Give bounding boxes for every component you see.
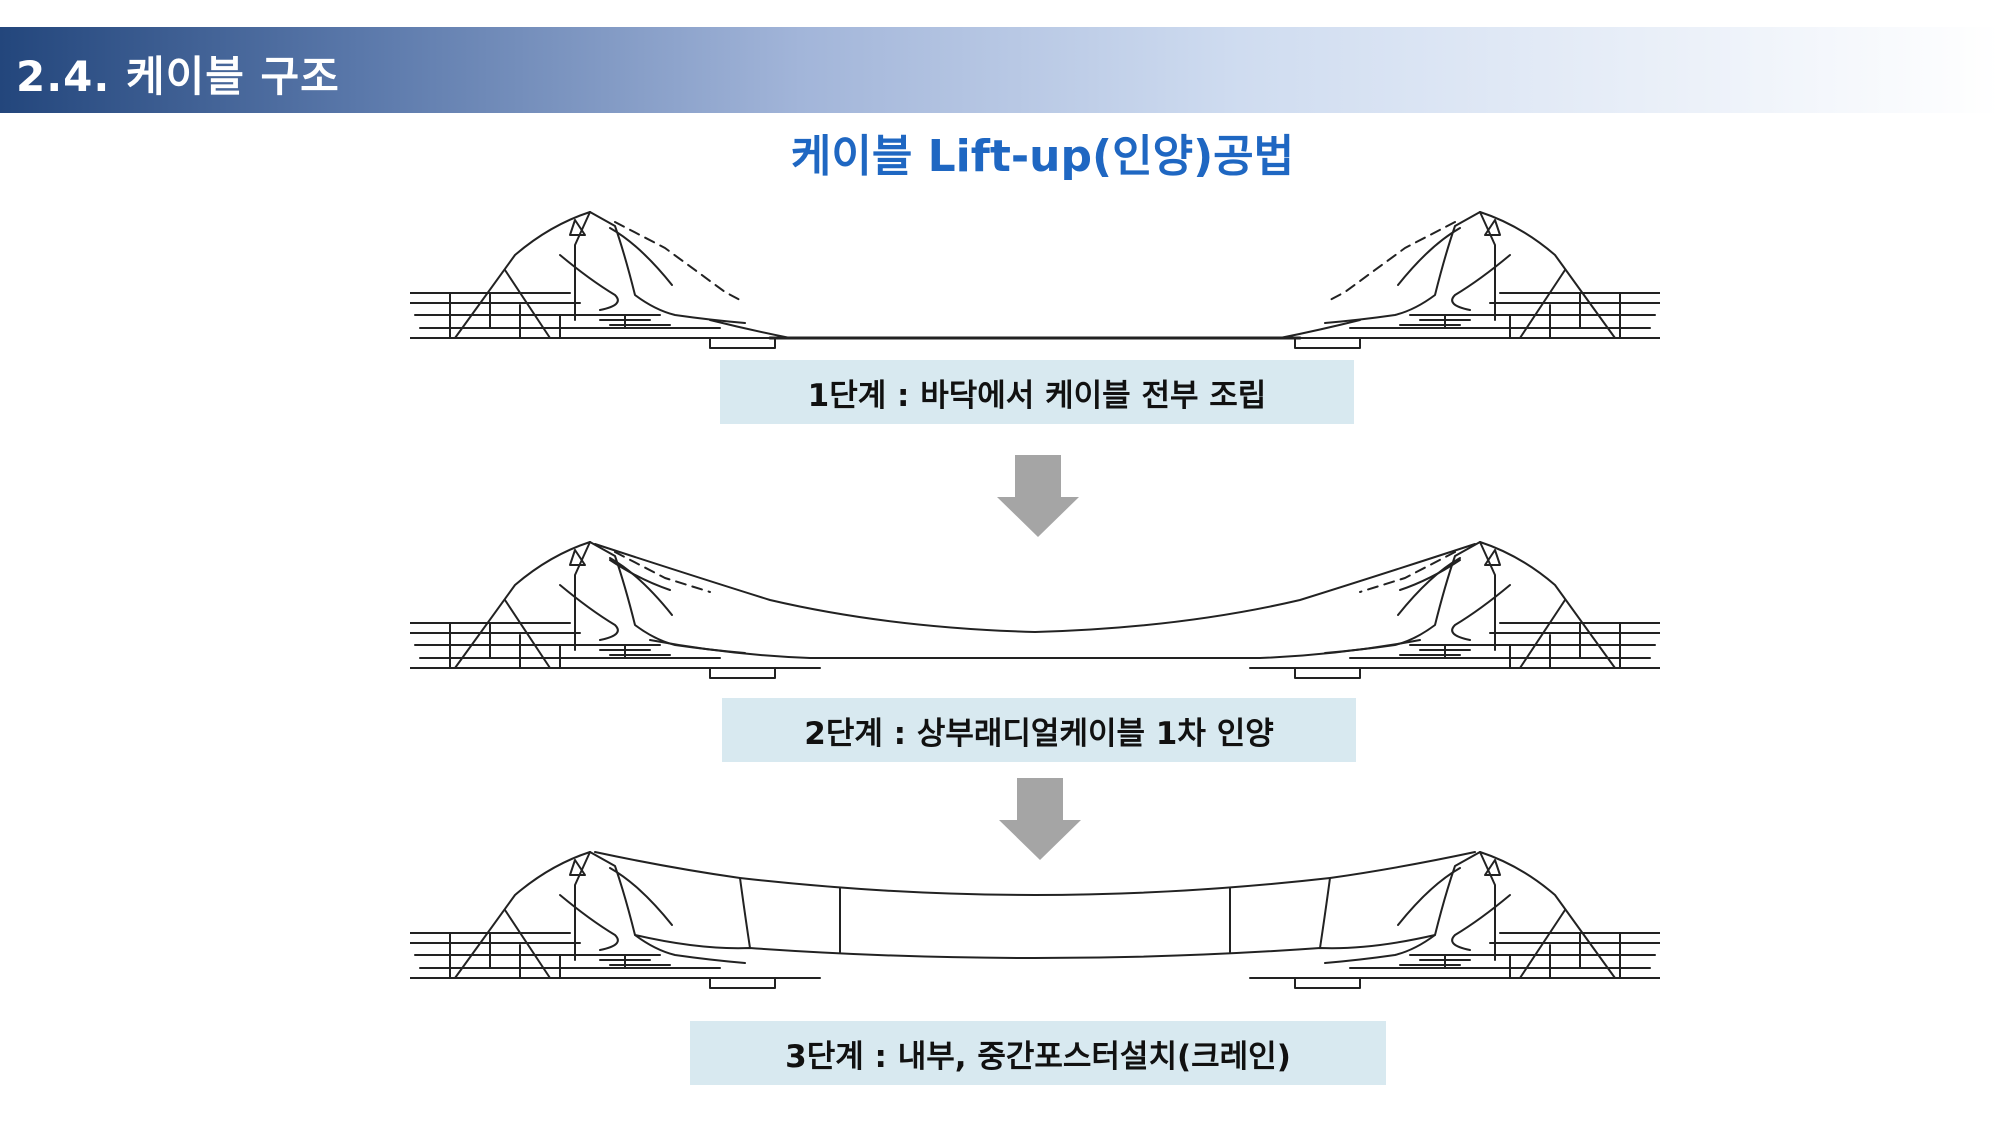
cable-net-on-ground: [709, 319, 1361, 340]
right-support-structure: [1249, 211, 1660, 349]
right-support-structure: [1249, 541, 1660, 679]
right-support-structure: [1249, 851, 1660, 989]
page-title: 케이블 Lift-up(인양)공법: [790, 131, 1295, 182]
stage-2-diagram: [410, 541, 1660, 679]
lifted-upper-cable: [594, 543, 1476, 659]
stage-3-label: 3단계 : 내부, 중간포스터설치(크레인): [690, 1021, 1386, 1085]
left-support-structure: [410, 211, 821, 349]
stage-3-diagram: [410, 851, 1660, 989]
left-support-structure: [410, 541, 821, 679]
stage-1-diagram: [410, 211, 1660, 349]
left-support-structure: [410, 851, 821, 989]
section-title: 2.4. 케이블 구조: [16, 52, 340, 101]
down-arrow-icon: [999, 778, 1081, 860]
stage-1-label: 1단계 : 바닥에서 케이블 전부 조립: [720, 360, 1354, 424]
stage-2-label: 2단계 : 상부래디얼케이블 1차 인양: [722, 698, 1356, 762]
down-arrow-icon: [997, 455, 1079, 537]
header-bar: 2.4. 케이블 구조: [0, 27, 2000, 113]
cable-roof-with-posts: [594, 851, 1476, 959]
